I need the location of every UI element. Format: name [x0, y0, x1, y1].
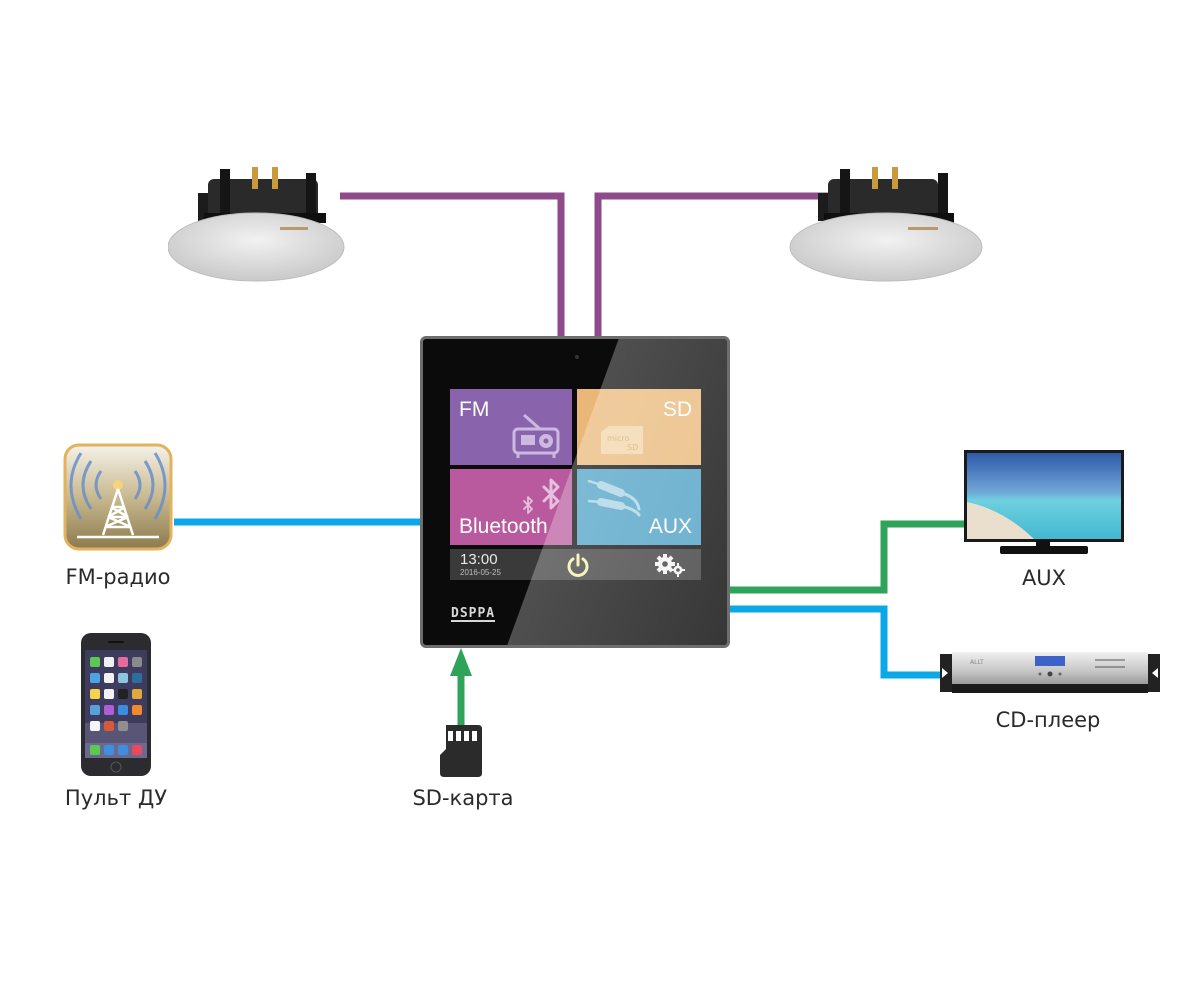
microsd-card-icon — [440, 725, 482, 777]
remote-label: Пульт ДУ — [64, 786, 168, 810]
svg-text:micro: micro — [607, 434, 630, 443]
tile-bluetooth[interactable]: Bluetooth — [450, 469, 572, 545]
status-bar: 13:00 2016-05-25 — [450, 549, 701, 580]
control-panel: FM SD micro SD Bluetooth — [420, 336, 730, 648]
speaker-right — [788, 165, 988, 283]
fm-radio-label: FM-радио — [65, 565, 171, 589]
gears-icon[interactable] — [654, 553, 686, 577]
cd-player-label: CD-плеер — [995, 708, 1101, 732]
tile-sd[interactable]: SD micro SD — [577, 389, 701, 465]
svg-text:ALLT: ALLT — [970, 659, 984, 666]
tile-sd-label: SD — [662, 398, 692, 421]
tile-fm-label: FM — [459, 398, 490, 421]
wire-speaker-left — [340, 192, 565, 338]
tile-fm[interactable]: FM — [450, 389, 572, 465]
microsd-icon: micro SD — [601, 426, 643, 454]
power-icon[interactable] — [566, 553, 590, 577]
bluetooth-icon — [523, 478, 560, 514]
clock-date: 2016-05-25 — [460, 568, 501, 577]
sd-card-node — [440, 725, 482, 777]
wire-aux — [730, 520, 966, 594]
arrow-sd-to-panel — [450, 648, 472, 676]
aux-label: AUX — [1021, 566, 1067, 590]
radio-icon — [512, 413, 560, 458]
brand-logo: DSPPA — [451, 606, 496, 622]
remote-node — [81, 633, 151, 776]
speaker-left — [167, 165, 348, 283]
clock-time: 13:00 — [460, 551, 498, 568]
tile-aux[interactable]: AUX — [577, 469, 701, 545]
radio-tower-icon — [63, 443, 173, 551]
ceiling-speaker-icon — [789, 167, 983, 282]
tv-icon — [964, 450, 1124, 554]
fm-radio-node — [63, 443, 173, 551]
cd-player-node: ALLT — [940, 650, 1160, 696]
rack-cd-player-icon: ALLT — [940, 652, 1160, 693]
sd-card-label: SD-карта — [412, 786, 514, 810]
smartphone-icon — [81, 633, 151, 776]
svg-text:SD: SD — [627, 443, 638, 452]
camera-dot — [575, 355, 579, 359]
wire-speaker-right — [594, 192, 838, 338]
wire-cd-player — [730, 605, 942, 679]
tile-bluetooth-label: Bluetooth — [459, 515, 548, 538]
ceiling-speaker-icon — [167, 167, 345, 282]
tv-node — [964, 450, 1124, 556]
tile-aux-label: AUX — [648, 515, 692, 538]
rca-cable-icon — [587, 479, 641, 517]
